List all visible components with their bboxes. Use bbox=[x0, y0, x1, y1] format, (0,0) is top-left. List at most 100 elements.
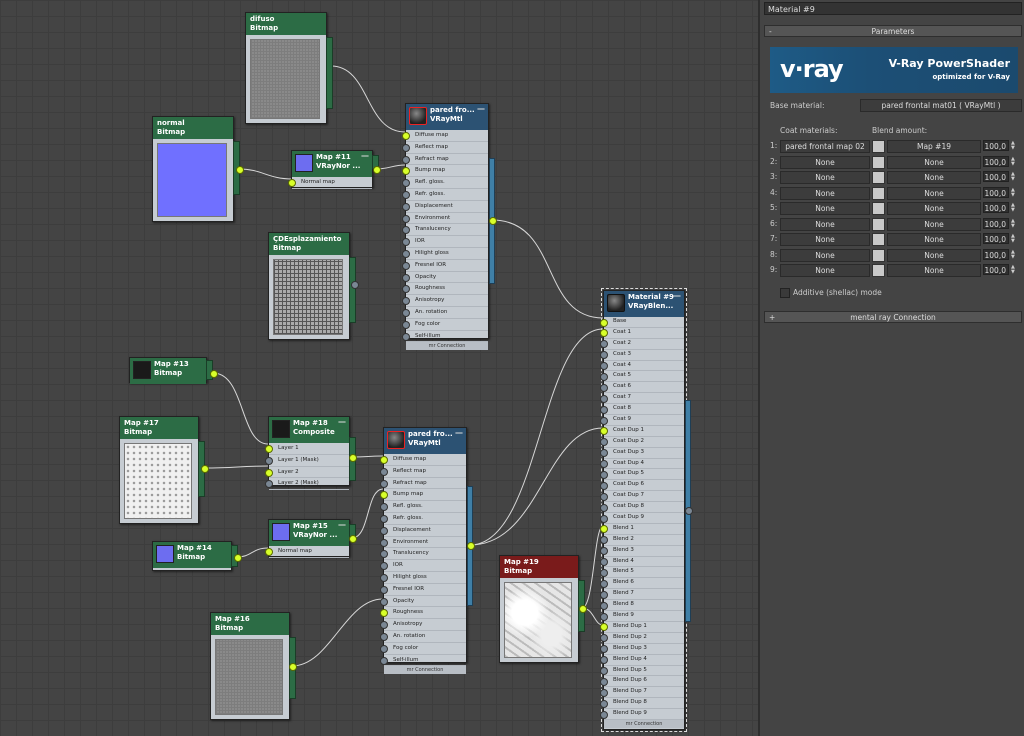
coat-material-button[interactable]: pared frontal map 02 bbox=[780, 140, 870, 153]
output-port[interactable] bbox=[210, 370, 218, 378]
slot-environment[interactable]: Environment bbox=[402, 213, 488, 225]
slot-layer-1[interactable]: Layer 1 bbox=[265, 443, 349, 455]
spinner-arrows-icon[interactable]: ▲▼ bbox=[1011, 217, 1015, 229]
slot-coat-dup-5[interactable]: Coat Dup 5 bbox=[600, 469, 684, 481]
slot-fresnel-ior[interactable]: Fresnel IOR bbox=[402, 260, 488, 272]
slot-environment[interactable]: Environment bbox=[380, 537, 466, 549]
slot-coat-dup-7[interactable]: Coat Dup 7 bbox=[600, 491, 684, 503]
spinner-arrows-icon[interactable]: ▲▼ bbox=[1011, 171, 1015, 182]
coat-material-button[interactable]: None bbox=[780, 186, 870, 200]
spinner-arrows-icon[interactable]: ▲▼ bbox=[1011, 248, 1015, 260]
output-port[interactable] bbox=[289, 663, 297, 671]
slot-blend-dup-9[interactable]: Blend Dup 9 bbox=[600, 709, 684, 720]
spinner-arrows-icon[interactable]: ▲▼ bbox=[1011, 264, 1015, 275]
slot-layer-2-mask[interactable]: Layer 2 (Mask) bbox=[265, 478, 349, 491]
slot-blend-7[interactable]: Blend 7 bbox=[600, 589, 684, 601]
slot-refract-map[interactable]: Refract map bbox=[380, 478, 466, 490]
coat-material-button[interactable]: None bbox=[780, 264, 870, 277]
blend-map-button[interactable]: None bbox=[887, 217, 981, 231]
slot-blend-8[interactable]: Blend 8 bbox=[600, 600, 684, 612]
slot-hilight-gloss[interactable]: Hilight gloss bbox=[402, 248, 488, 260]
slot-opacity[interactable]: Opacity bbox=[402, 272, 488, 284]
slot-fog-color[interactable]: Fog color bbox=[402, 319, 488, 331]
slot-base[interactable]: Base bbox=[600, 317, 684, 328]
output-port[interactable] bbox=[236, 166, 244, 174]
slot-self-illum[interactable]: Self-illum bbox=[402, 331, 488, 343]
slot-coat-7[interactable]: Coat 7 bbox=[600, 393, 684, 405]
minimize-icon[interactable]: — bbox=[673, 291, 681, 300]
slot-refr-gloss[interactable]: Refr. gloss. bbox=[402, 189, 488, 201]
slot-anisotropy[interactable]: Anisotropy bbox=[380, 619, 466, 631]
coat-material-button[interactable]: None bbox=[780, 217, 870, 231]
slot-reflect-map[interactable]: Reflect map bbox=[380, 466, 466, 478]
output-port[interactable] bbox=[373, 166, 381, 174]
slot-coat-4[interactable]: Coat 4 bbox=[600, 361, 684, 372]
slot-blend-2[interactable]: Blend 2 bbox=[600, 535, 684, 546]
slot-ior[interactable]: IOR bbox=[380, 560, 466, 572]
slot-coat-dup-2[interactable]: Coat Dup 2 bbox=[600, 437, 684, 448]
blend-amount-spinner[interactable]: 100,0 bbox=[983, 264, 1009, 275]
blend-color-swatch[interactable] bbox=[872, 186, 885, 200]
slot-blend-4[interactable]: Blend 4 bbox=[600, 557, 684, 568]
slot-roughness[interactable]: Roughness bbox=[402, 283, 488, 296]
slot-blend-dup-2[interactable]: Blend Dup 2 bbox=[600, 633, 684, 644]
slot-opacity[interactable]: Opacity bbox=[380, 596, 466, 608]
slot-coat-dup-1[interactable]: Coat Dup 1 bbox=[600, 426, 684, 437]
output-port[interactable] bbox=[349, 454, 357, 462]
minimize-icon[interactable]: — bbox=[338, 520, 346, 529]
blend-color-swatch[interactable] bbox=[872, 140, 885, 153]
slot-coat-dup-8[interactable]: Coat Dup 8 bbox=[600, 502, 684, 514]
blend-color-swatch[interactable] bbox=[872, 233, 885, 246]
slot-displacement[interactable]: Displacement bbox=[402, 201, 488, 213]
blend-map-button[interactable]: Map #19 bbox=[887, 140, 981, 153]
slot-translucency[interactable]: Translucency bbox=[380, 548, 466, 561]
slot-displacement[interactable]: Displacement bbox=[380, 525, 466, 537]
spinner-arrows-icon[interactable]: ▲▼ bbox=[1011, 233, 1015, 244]
output-port[interactable] bbox=[234, 554, 242, 562]
slot-blend-9[interactable]: Blend 9 bbox=[600, 611, 684, 622]
additive-checkbox[interactable] bbox=[780, 288, 790, 298]
output-port[interactable] bbox=[579, 605, 587, 613]
slot-fog-color[interactable]: Fog color bbox=[380, 643, 466, 655]
slot-blend-6[interactable]: Blend 6 bbox=[600, 578, 684, 590]
slot-coat-3[interactable]: Coat 3 bbox=[600, 350, 684, 361]
slot-bump-map[interactable]: Bump map bbox=[402, 165, 488, 178]
slot-blend-dup-5[interactable]: Blend Dup 5 bbox=[600, 666, 684, 677]
blend-amount-spinner[interactable]: 100,0 bbox=[983, 233, 1009, 244]
slot-coat-2[interactable]: Coat 2 bbox=[600, 339, 684, 350]
slot-an-rotation[interactable]: An. rotation bbox=[402, 307, 488, 319]
slot-blend-1[interactable]: Blend 1 bbox=[600, 524, 684, 535]
spinner-arrows-icon[interactable]: ▲▼ bbox=[1011, 155, 1015, 167]
parameters-rollout[interactable]: - Parameters bbox=[764, 25, 1022, 37]
slot-refl-gloss[interactable]: Refl. gloss. bbox=[380, 501, 466, 513]
blend-color-swatch[interactable] bbox=[872, 171, 885, 184]
blend-amount-spinner[interactable]: 100,0 bbox=[983, 140, 1009, 151]
blend-amount-spinner[interactable]: 100,0 bbox=[983, 155, 1009, 167]
slot-refr-gloss[interactable]: Refr. gloss. bbox=[380, 513, 466, 525]
slot-hilight-gloss[interactable]: Hilight gloss bbox=[380, 572, 466, 584]
output-port[interactable] bbox=[349, 535, 357, 543]
slot-blend-dup-7[interactable]: Blend Dup 7 bbox=[600, 687, 684, 699]
blend-amount-spinner[interactable]: 100,0 bbox=[983, 202, 1009, 213]
blend-amount-spinner[interactable]: 100,0 bbox=[983, 248, 1009, 260]
slot-coat-8[interactable]: Coat 8 bbox=[600, 404, 684, 416]
slot-coat-1[interactable]: Coat 1 bbox=[600, 328, 684, 339]
blend-amount-spinner[interactable]: 100,0 bbox=[983, 171, 1009, 182]
slot-ior[interactable]: IOR bbox=[402, 236, 488, 248]
blend-map-button[interactable]: None bbox=[887, 248, 981, 262]
slot-refract-map[interactable]: Refract map bbox=[402, 154, 488, 166]
slot-coat-9[interactable]: Coat 9 bbox=[600, 415, 684, 426]
slot-bump-map[interactable]: Bump map bbox=[380, 489, 466, 502]
output-port[interactable] bbox=[685, 507, 693, 515]
output-port[interactable] bbox=[467, 542, 475, 550]
